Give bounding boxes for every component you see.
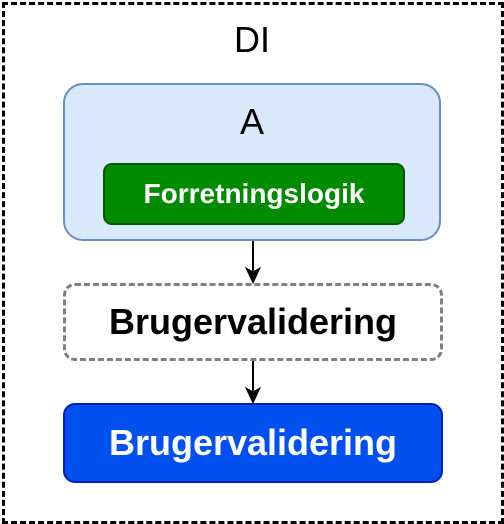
validation-implementation-label: Brugervalidering xyxy=(108,422,398,463)
validation-interface-box: Brugervalidering xyxy=(63,283,443,361)
business-logic-box: Forretningslogik xyxy=(103,163,405,225)
component-a-label: A xyxy=(239,101,264,142)
di-container-label: DI xyxy=(234,19,270,60)
validation-interface-label: Brugervalidering xyxy=(108,301,398,342)
validation-implementation-box: Brugervalidering xyxy=(63,403,443,483)
component-a: A Forretningslogik xyxy=(63,83,441,241)
arrow-a-to-interface xyxy=(244,241,262,285)
business-logic-label: Forretningslogik xyxy=(143,178,365,209)
arrow-interface-to-implementation xyxy=(244,361,262,405)
